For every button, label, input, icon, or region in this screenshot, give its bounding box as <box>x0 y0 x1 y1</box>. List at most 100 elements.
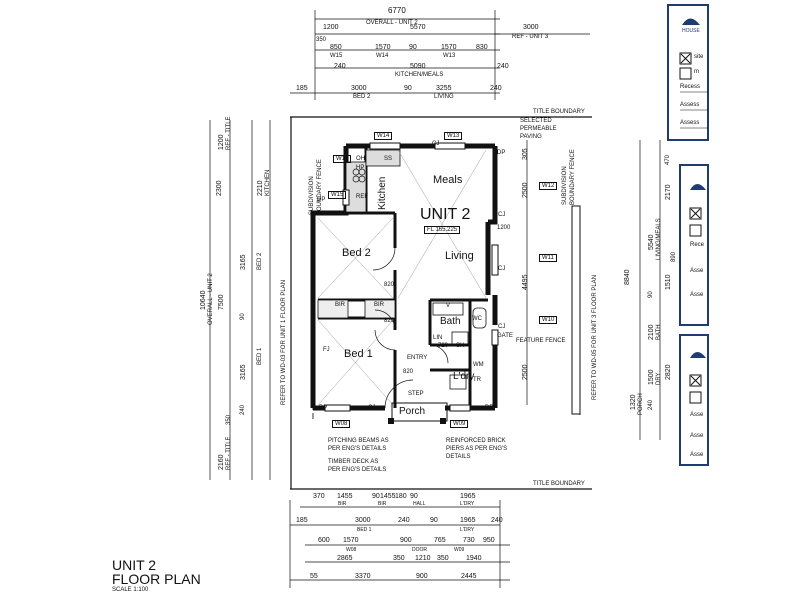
room-bed2: Bed 2 <box>342 247 371 259</box>
dim-ref-unit3: REF - UNIT 3 <box>512 34 549 40</box>
right-dim-2500b: 2500 <box>522 364 529 380</box>
bottom-dim-r1-0: 370 <box>313 493 325 500</box>
dim-1200: 1200 <box>323 24 339 31</box>
right-dim-4495: 4495 <box>522 274 529 290</box>
left-dim-bed2: BED 2 <box>257 252 263 270</box>
dim-w14: W14 <box>376 53 389 59</box>
bottom-dim-r1-5: 90 <box>410 493 418 500</box>
window-w13: W13 <box>444 132 463 140</box>
plan-title-line2: FLOOR PLAN <box>112 571 201 587</box>
far-right-dim-890: 890 <box>671 251 677 262</box>
dim-w13: W13 <box>443 53 456 59</box>
bir-2 <box>364 299 396 319</box>
bottom-dim-r3-4: 730 <box>463 537 475 544</box>
bottom-dim-r4-2: 1210 <box>415 555 431 562</box>
toilet <box>472 307 487 329</box>
bottom-dim-label-r1-0: BIR <box>338 501 347 507</box>
room-ldry: L'dry <box>453 371 475 382</box>
bottom-dim-label-r1-1: BIR <box>378 501 387 507</box>
dim-240b: 240 <box>497 63 509 70</box>
bed2-diagonal-2 <box>317 217 394 299</box>
room-entry: ENTRY <box>407 355 428 361</box>
bottom-dim-r4-3: 350 <box>437 555 449 562</box>
left-dim-10640: 10640 <box>200 290 207 310</box>
note-pitching-beams: PITCHING BEAMS AS PER ENG'S DETAILS <box>328 438 389 452</box>
note-refer-left: REFER TO WD-03 FOR UNIT 1 FLOOR PLAN <box>281 279 287 405</box>
bottom-dim-r5-3: 2445 <box>461 573 477 580</box>
dim-5570: 5570 <box>410 24 426 31</box>
top-dimension-lines <box>290 10 590 100</box>
room-living: Living <box>445 250 474 262</box>
legend-assess2b: Asse <box>690 292 704 298</box>
fixture-cj4: CJ <box>498 324 506 330</box>
bottom-dim-r1-6: 1965 <box>460 493 476 500</box>
room-kitchen: Kitchen <box>377 176 388 210</box>
fixture-dp1: DP <box>317 197 326 203</box>
far-right-porch: PORCH <box>638 393 644 415</box>
right-dim-305: 305 <box>522 148 529 160</box>
bottom-dim-r2-3: 90 <box>430 517 438 524</box>
laundry-tub <box>449 374 467 390</box>
bottom-dim-r5-1: 3370 <box>355 573 371 580</box>
left-dim-2160: 2160 <box>218 454 225 470</box>
fixture-hp: HP <box>356 165 365 171</box>
unit3-wall <box>571 205 581 415</box>
fixture-bir1: BIR <box>335 302 346 308</box>
left-dim-240: 240 <box>240 404 246 415</box>
left-dim-bed1: BED 1 <box>257 347 263 365</box>
far-right-dim-1500: 1500 <box>648 369 655 385</box>
dim-240a: 240 <box>334 63 346 70</box>
far-right-dim-8840: 8840 <box>624 269 631 285</box>
fixture-cj1: CJ <box>432 141 440 147</box>
bottom-dim-label-r3-0: W08 <box>346 547 357 553</box>
porch-deck <box>391 402 448 422</box>
bottom-dim-r1-4: 180 <box>395 493 407 500</box>
bottom-dim-label-r2-0: BED 1 <box>357 527 372 533</box>
legend-assess3b: Asse <box>690 433 704 439</box>
note-reinforced-brick: REINFORCED BRICK PIERS AS PER ENG'S DETA… <box>446 438 508 460</box>
kitchen-bench <box>345 161 367 213</box>
far-right-dim-470: 470 <box>665 154 671 165</box>
far-right-dim-2170: 2170 <box>665 184 672 200</box>
left-dim-ref-title-b: REF - TITLE <box>226 436 232 470</box>
door-swings <box>372 222 489 409</box>
dim-5090: 5090 <box>410 63 426 70</box>
legend-check-label2: m <box>694 69 699 75</box>
dim-3000b: 3000 <box>351 85 367 92</box>
legend-recess2: Rece <box>690 242 705 248</box>
dim-240c: 240 <box>490 85 502 92</box>
dim-w15: W15 <box>330 53 343 59</box>
bottom-dim-r4-0: 2865 <box>337 555 353 562</box>
dim-overall-label: OVERALL - UNIT 2 <box>366 20 418 26</box>
bottom-dim-r3-5: 950 <box>483 537 495 544</box>
fixture-dp3: DP <box>319 405 328 411</box>
bottom-dim-r4-1: 350 <box>393 555 405 562</box>
bottom-dim-r3-1: 1570 <box>343 537 359 544</box>
fixture-wc: WC <box>472 316 482 322</box>
dim-185: 185 <box>296 85 308 92</box>
room-meals: Meals <box>433 174 463 186</box>
right-dimension-lines <box>526 140 661 440</box>
dim-1570b: 1570 <box>441 44 457 51</box>
room-bath: Bath <box>440 316 461 327</box>
floor-level: FL 165.225 <box>424 226 461 234</box>
fixture-cj3: CJ <box>498 266 506 272</box>
brick-pier-left <box>388 418 394 424</box>
plan-title-line1: UNIT 2 <box>112 557 157 573</box>
bir-1 <box>317 299 349 319</box>
left-dim-350: 350 <box>226 414 232 425</box>
door-820b: 820 <box>384 318 395 324</box>
bottom-dim-r2-5: 240 <box>491 517 503 524</box>
window-w10: W10 <box>539 316 558 324</box>
dim-90b: 90 <box>404 85 412 92</box>
left-dim-3165a: 3165 <box>240 254 247 270</box>
fixture-sh: SH <box>456 343 465 349</box>
title-boundary-top: TITLE BOUNDARY <box>533 109 585 115</box>
window-w14: W14 <box>374 132 393 140</box>
bottom-dim-r2-1: 3000 <box>355 517 371 524</box>
step-top: STEP <box>493 194 499 210</box>
fixture-dp4: DP <box>485 405 494 411</box>
fixture-ref: REF <box>356 194 368 200</box>
shower <box>451 331 469 347</box>
window-w12: W12 <box>539 182 558 190</box>
